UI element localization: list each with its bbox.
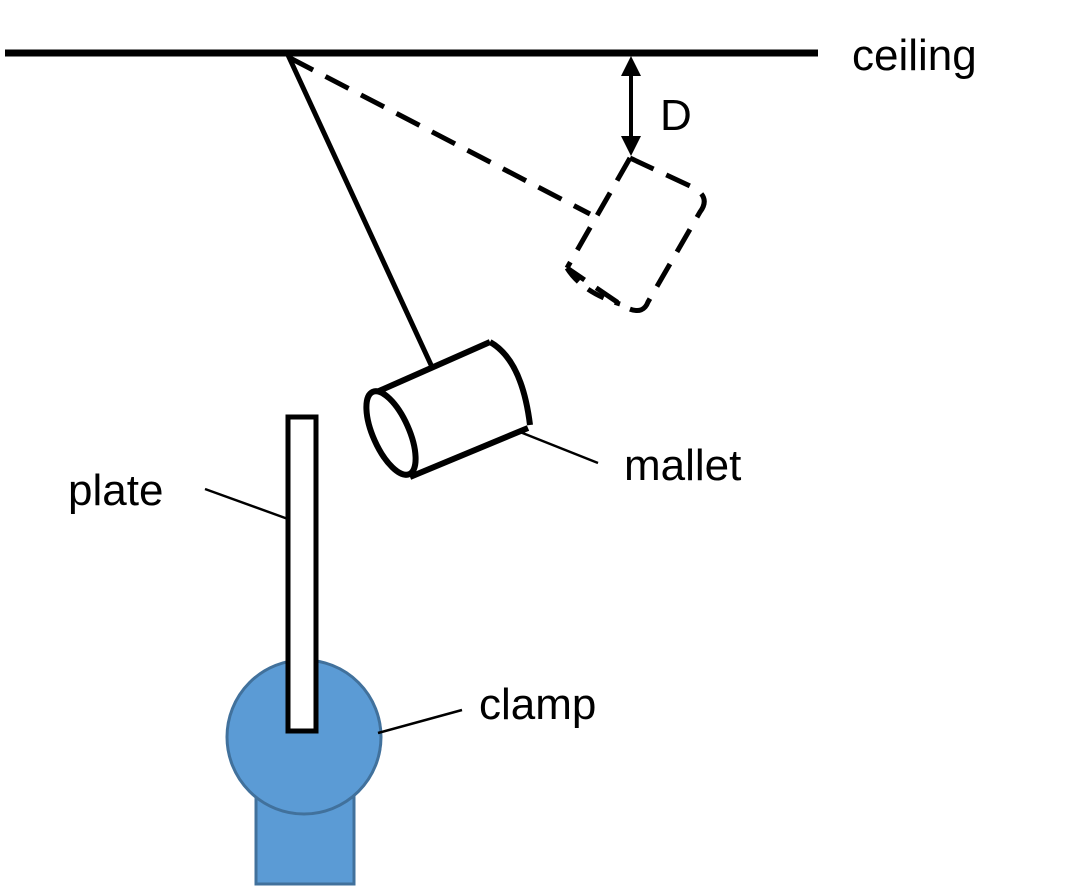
clamp-label: clamp xyxy=(479,680,596,729)
clamp-leader-line xyxy=(377,708,463,735)
mallet-leader-line xyxy=(519,430,599,465)
raised-mallet xyxy=(564,155,707,313)
plate-rect xyxy=(285,414,319,734)
raised-string xyxy=(288,55,592,217)
distance-label: D xyxy=(660,91,692,140)
clamp-shape xyxy=(225,658,383,886)
plate-leader-line xyxy=(204,487,289,521)
mallet-label: mallet xyxy=(624,441,741,490)
ceiling-label: ceiling xyxy=(852,31,977,80)
plate-label: plate xyxy=(68,466,163,515)
mallet-head xyxy=(363,339,533,480)
pendulum-string xyxy=(285,53,435,369)
